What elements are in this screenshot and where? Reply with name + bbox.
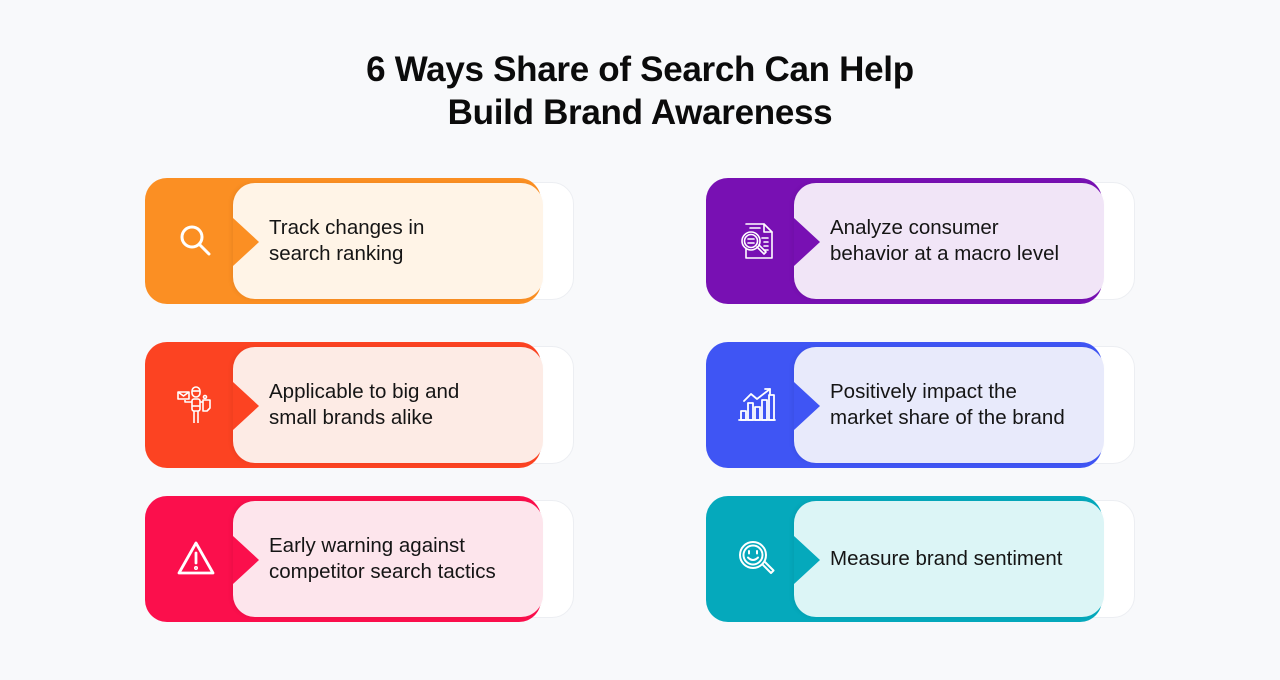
warning-icon (171, 534, 221, 584)
growth-chart-icon (732, 380, 782, 430)
card-panel (794, 501, 1104, 617)
card-text: Analyze consumer behavior at a macro lev… (830, 178, 1100, 304)
card-text-line-2: competitor search tactics (269, 560, 496, 583)
card-panel (794, 183, 1104, 299)
title-line-2: Build Brand Awareness (447, 93, 833, 132)
person-with-items-icon (171, 380, 221, 430)
card-text: Applicable to big and small brands alike (269, 342, 539, 468)
card-text-line-1: Applicable to big and (269, 380, 460, 403)
card-text: Track changes in search ranking (269, 178, 539, 304)
card-text-line-2: small brands alike (269, 406, 434, 429)
search-icon (171, 216, 221, 266)
card-track-changes: Track changes in search ranking (145, 178, 575, 304)
card-text-line-1: Measure brand sentiment (830, 547, 1063, 570)
card-panel (233, 501, 543, 617)
card-big-small-brands: Applicable to big and small brands alike (145, 342, 575, 468)
page-title: 6 Ways Share of Search Can Help Build Br… (0, 48, 1280, 134)
card-text: Measure brand sentiment (830, 496, 1100, 622)
card-text: Early warning against competitor search … (269, 496, 539, 622)
card-text-line-2: market share of the brand (830, 406, 1065, 429)
card-text-line-2: search ranking (269, 242, 404, 265)
document-search-icon (732, 216, 782, 266)
title-line-1: 6 Ways Share of Search Can Help (366, 50, 914, 89)
card-market-share: Positively impact the market share of th… (706, 342, 1136, 468)
card-text-line-1: Analyze consumer (830, 216, 999, 239)
card-consumer-behavior: Analyze consumer behavior at a macro lev… (706, 178, 1136, 304)
card-text-line-2: behavior at a macro level (830, 242, 1060, 265)
card-brand-sentiment: Measure brand sentiment (706, 496, 1136, 622)
card-text: Positively impact the market share of th… (830, 342, 1100, 468)
card-text-line-1: Positively impact the (830, 380, 1017, 403)
card-panel (233, 347, 543, 463)
card-panel (794, 347, 1104, 463)
card-text-line-1: Early warning against (269, 534, 465, 557)
card-text-line-1: Track changes in (269, 216, 425, 239)
card-panel (233, 183, 543, 299)
sentiment-search-icon (732, 534, 782, 584)
card-early-warning: Early warning against competitor search … (145, 496, 575, 622)
